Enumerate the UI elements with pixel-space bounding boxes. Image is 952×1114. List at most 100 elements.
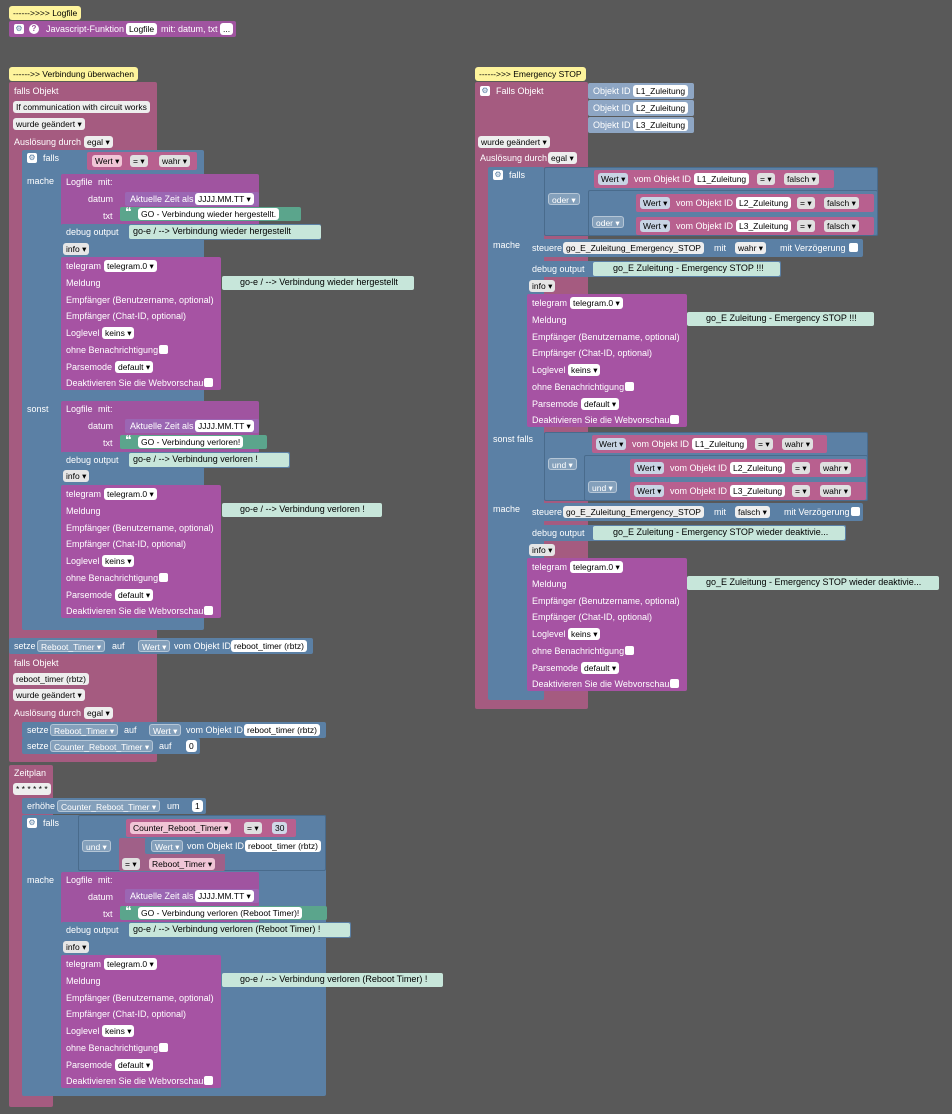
ohne-benach-checkbox[interactable] [159,573,168,582]
gear-icon[interactable]: ⚙ [493,170,503,180]
egal-dropdown[interactable]: egal ▾ [84,707,113,719]
objekt-id-l3[interactable]: Objekt ID L3_Zuleitung [588,117,694,133]
wahr-dropdown[interactable]: wahr ▾ [820,462,852,474]
debug-text[interactable]: go_E Zuleitung - Emergency STOP !!! [593,262,780,276]
counter-dropdown[interactable]: Counter_Reboot_Timer ▾ [50,740,154,752]
text-value[interactable]: GO - Verbindung wieder hergestellt. [138,208,280,220]
meldung-text[interactable]: go_E Zuleitung - Emergency STOP !!! [687,312,874,326]
counter-dropdown[interactable]: Counter_Reboot_Timer ▾ [130,822,232,834]
object-name-field[interactable]: reboot_timer (rbtz) [13,673,89,685]
ohne-benach-checkbox[interactable] [625,382,634,391]
wert-dropdown[interactable]: Wert ▾ [596,438,627,450]
object-id-field[interactable]: L3_Zuleitung [736,220,792,232]
telegram-instance-dropdown[interactable]: telegram.0 ▾ [104,260,157,272]
wahr-dropdown[interactable]: wahr ▾ [782,438,814,450]
comment-verbindung[interactable]: ------>> Verbindung überwachen [9,67,138,81]
text-block[interactable]: ❝ GO - Verbindung wieder hergestellt. [120,206,301,221]
operator-dropdown[interactable]: = ▾ [755,438,773,450]
egal-dropdown[interactable]: egal ▾ [84,136,113,148]
object-name-field[interactable]: If communication with circuit works [13,101,150,113]
telegram-block-2[interactable]: telegram telegram.0 ▾ Meldung Empfänger … [61,485,221,618]
und-dropdown[interactable]: und ▾ [588,481,617,493]
und-block-inner[interactable]: und ▾ Wert ▾ vom Objekt ID L2_Zuleitung … [584,455,868,501]
parsemode-dropdown[interactable]: default ▾ [581,398,620,410]
und-block[interactable]: und ▾ Counter_Reboot_Timer ▾ = ▾ 30 = ▾ … [78,815,326,871]
wurde-geaendert-dropdown[interactable]: wurde geändert ▾ [13,118,85,130]
ohne-benach-checkbox[interactable] [625,646,634,655]
object-id-field[interactable]: L1_Zuleitung [633,85,689,97]
loglevel-dropdown[interactable]: keins ▾ [102,555,135,567]
meldung-text-2[interactable]: go-e / --> Verbindung verloren ! [222,503,382,517]
telegram-block-3[interactable]: telegram telegram.0 ▾ Meldung Empfänger … [61,955,221,1088]
wert-dropdown[interactable]: Wert ▾ [92,155,123,167]
wahr-dropdown[interactable]: wahr ▾ [159,155,191,167]
object-id-field[interactable]: L3_Zuleitung [633,119,689,131]
parsemode-dropdown[interactable]: default ▾ [581,662,620,674]
falsch-dropdown[interactable]: falsch ▾ [784,173,819,185]
date-block-3[interactable]: Aktuelle Zeit als JJJJ.MM.TT ▾ [125,889,259,903]
object-id-field[interactable]: L2_Zuleitung [633,102,689,114]
loglevel-dropdown[interactable]: keins ▾ [568,628,601,640]
loglevel-dropdown[interactable]: keins ▾ [102,1025,135,1037]
oder-block-inner[interactable]: oder ▾ Wert ▾ vom Objekt ID L2_Zuleitung… [588,190,878,236]
text-value[interactable]: GO - Verbindung verloren! [138,436,244,448]
debug-block-2[interactable]: debug output go-e / --> Verbindung verlo… [61,452,290,468]
wert-block[interactable]: Wert ▾ vom Objekt ID reboot_timer (rbtz) [145,838,325,854]
wurde-geaendert-dropdown[interactable]: wurde geändert ▾ [478,136,550,148]
debug-text[interactable]: go-e / --> Verbindung verloren (Reboot T… [129,923,350,937]
object-id-field[interactable]: L3_Zuleitung [730,485,786,497]
compare-block[interactable]: Wert ▾ vom Objekt ID L3_Zuleitung = ▾ wa… [630,482,866,500]
info-dropdown-2[interactable]: info ▾ [529,544,556,556]
meldung-text[interactable]: go-e / --> Verbindung wieder hergestellt [222,276,414,290]
parsemode-dropdown[interactable]: default ▾ [115,1059,154,1071]
wert-dropdown[interactable]: Wert ▾ [640,197,671,209]
debug-block[interactable]: debug output go_E Zuleitung - Emergency … [527,261,781,277]
verzoegerung-checkbox[interactable] [849,243,858,252]
text-block-2[interactable]: ❝ GO - Verbindung verloren! [120,434,267,449]
info-dropdown[interactable]: info ▾ [63,243,90,255]
gear-icon[interactable]: ⚙ [27,153,37,163]
debug-block-2[interactable]: debug output go_E Zuleitung - Emergency … [527,525,846,541]
und-dropdown[interactable]: und ▾ [82,840,111,852]
wert-dropdown[interactable]: Wert ▾ [138,640,171,652]
operator-dropdown[interactable]: = ▾ [792,485,810,497]
operator-dropdown[interactable]: = ▾ [122,858,140,870]
object-id-field[interactable]: L2_Zuleitung [736,197,792,209]
falsch-dropdown[interactable]: wahr ▾ [735,242,767,254]
debug-block-3[interactable]: debug output go-e / --> Verbindung verlo… [61,922,351,938]
meldung-text-3[interactable]: go-e / --> Verbindung verloren (Reboot T… [222,973,443,987]
debug-block[interactable]: debug output go-e / --> Verbindung wiede… [61,224,321,240]
telegram-instance-dropdown[interactable]: telegram.0 ▾ [104,488,157,500]
deaktivieren-checkbox[interactable] [204,1076,213,1085]
telegram-instance-dropdown[interactable]: telegram.0 ▾ [104,958,157,970]
falsch-dropdown[interactable]: falsch ▾ [735,506,770,518]
wert-dropdown[interactable]: Wert ▾ [598,173,629,185]
deaktivieren-checkbox[interactable] [204,606,213,615]
loglevel-dropdown[interactable]: keins ▾ [102,327,135,339]
comment-logfile[interactable]: ------>>>> Logfile [9,6,82,20]
telegram-block-2[interactable]: telegram telegram.0 ▾ Meldung Empfänger … [527,558,687,691]
deaktivieren-checkbox[interactable] [670,679,679,688]
info-dropdown-3[interactable]: info ▾ [63,941,90,953]
oder-block[interactable]: oder ▾ Wert ▾ vom Objekt ID L1_Zuleitung… [544,167,878,236]
number-field[interactable]: 0 [186,740,197,752]
info-dropdown-2[interactable]: info ▾ [63,470,90,482]
debug-text[interactable]: go-e / --> Verbindung verloren ! [129,453,289,467]
wert-dropdown[interactable]: Wert ▾ [634,485,665,497]
steuere-block-2[interactable]: steuere go_E_Zuleitung_Emergency_STOP mi… [527,503,863,521]
object-id-field[interactable]: reboot_timer (rbtz) [231,640,307,652]
operator-dropdown[interactable]: = ▾ [244,822,262,834]
egal-dropdown[interactable]: egal ▾ [548,152,577,164]
oder-dropdown[interactable]: oder ▾ [548,193,580,205]
object-id-field[interactable]: reboot_timer (rbtz) [244,724,320,736]
wert-dropdown[interactable]: Wert ▾ [640,220,671,232]
compare-block[interactable]: Wert ▾ vom Objekt ID L2_Zuleitung = ▾ fa… [636,194,874,212]
telegram-block[interactable]: telegram telegram.0 ▾ Meldung Empfänger … [527,294,687,427]
telegram-block[interactable]: telegram telegram.0 ▾ Meldung Empfänger … [61,257,221,390]
operator-dropdown[interactable]: = ▾ [797,220,815,232]
setze-block[interactable]: setze Reboot_Timer ▾ auf Wert ▾ vom Obje… [9,638,313,654]
date-format-dropdown[interactable]: JJJJ.MM.TT ▾ [195,193,254,205]
date-format-dropdown[interactable]: JJJJ.MM.TT ▾ [195,890,254,902]
text-block-3[interactable]: ❝ GO - Verbindung verloren (Reboot Timer… [120,905,327,920]
object-id-field[interactable]: L1_Zuleitung [694,173,750,185]
